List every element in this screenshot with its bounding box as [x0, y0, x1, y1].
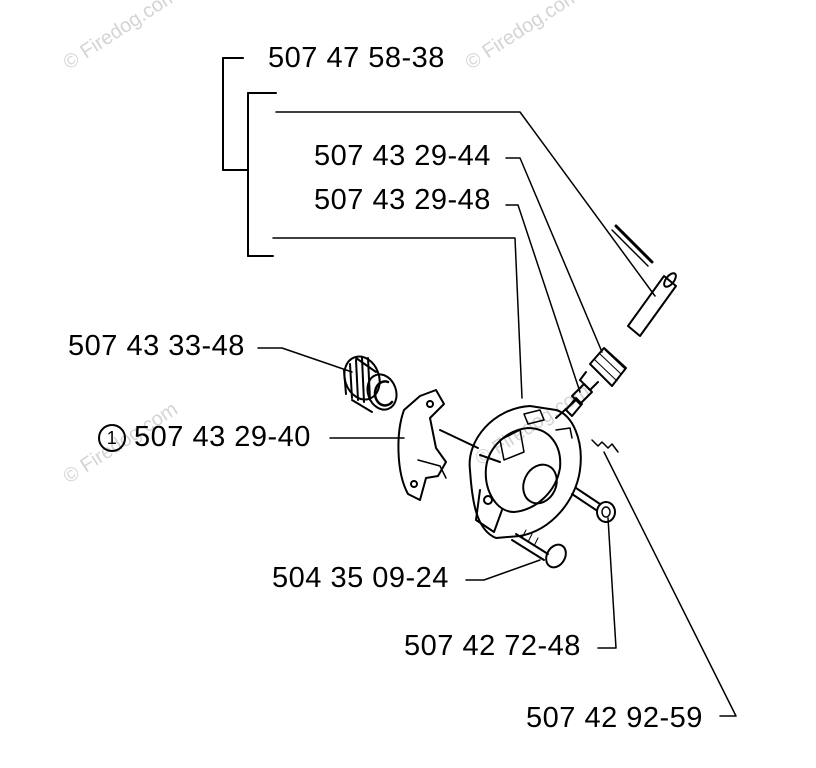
small-spring	[591, 439, 619, 453]
bolt	[511, 529, 567, 569]
leader-lines	[257, 111, 737, 717]
part-number-bracket-plate: 1 507 43 29-40	[98, 423, 311, 452]
housing	[468, 405, 582, 539]
part-number-pinion: 507 43 29-44	[314, 140, 491, 172]
spring-pin	[611, 224, 677, 337]
part-number-bolt: 504 35 09-24	[272, 562, 449, 594]
part-number-kit: 507 47 58-38	[268, 42, 445, 74]
part-number-gear: 507 43 33-48	[68, 330, 245, 362]
part-number-bracket-plate-text: 507 43 29-40	[134, 421, 311, 453]
kit-bracket	[222, 57, 277, 257]
small-pinion	[579, 347, 627, 391]
part-number-screw: 507 42 72-48	[404, 630, 581, 662]
part-number-spring: 507 42 92-59	[526, 702, 703, 734]
footnote-marker: 1	[98, 424, 126, 452]
pawl-parts	[555, 383, 593, 419]
bracket-plate	[397, 389, 479, 501]
gear-wheel	[343, 355, 398, 413]
screw-washer	[571, 487, 616, 523]
part-number-pawl: 507 43 29-48	[314, 184, 491, 216]
